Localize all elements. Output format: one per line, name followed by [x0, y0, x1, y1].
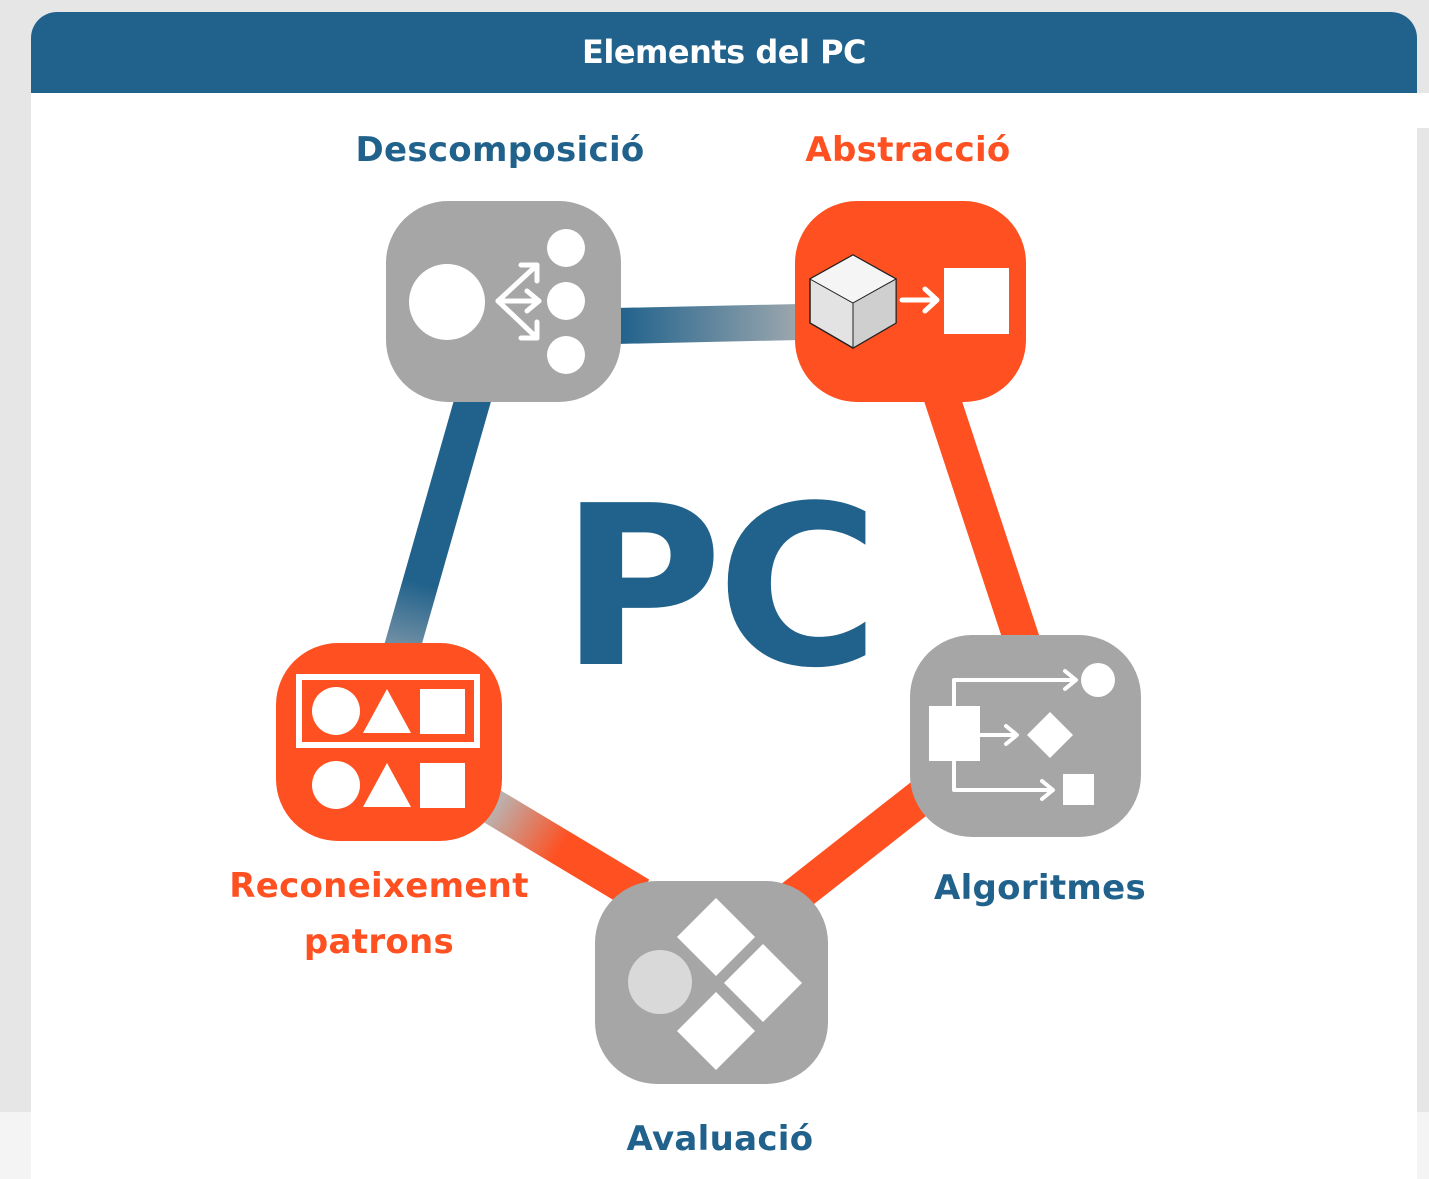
card-edge	[1417, 93, 1429, 128]
label-algoritmes: Algoritmes	[933, 868, 1147, 908]
label-abstraccio: Abstracció	[805, 130, 1011, 170]
pc-center-text: PC	[560, 459, 880, 717]
label-descomposicio: Descomposició	[355, 130, 645, 170]
label-avaluacio: Avaluació	[626, 1119, 814, 1159]
connector-reconeixement-descomposicio	[384, 387, 493, 653]
decomposition-icon	[409, 229, 585, 374]
flowchart-icon	[929, 663, 1115, 805]
pattern-icon	[296, 674, 480, 809]
connector-algoritmes-avaluacio	[778, 775, 942, 915]
abstraction-icon	[808, 254, 1009, 349]
connector-avaluacio-reconeixement	[480, 789, 650, 911]
node-reconeixement	[276, 643, 502, 841]
evaluation-icon	[628, 898, 802, 1070]
card-title: Elements del PC	[31, 12, 1417, 93]
node-abstraccio	[795, 201, 1026, 402]
node-descomposicio	[386, 201, 621, 402]
node-algoritmes	[910, 635, 1141, 837]
connector-descomposicio-abstraccio	[614, 304, 801, 344]
label-reconeixement-line1: Reconeixement	[229, 866, 529, 906]
node-avaluacio	[595, 881, 828, 1084]
label-reconeixement-line2: patrons	[303, 922, 455, 962]
node-box-avaluacio	[595, 881, 828, 1084]
connector-abstraccio-algoritmes	[922, 386, 1043, 656]
